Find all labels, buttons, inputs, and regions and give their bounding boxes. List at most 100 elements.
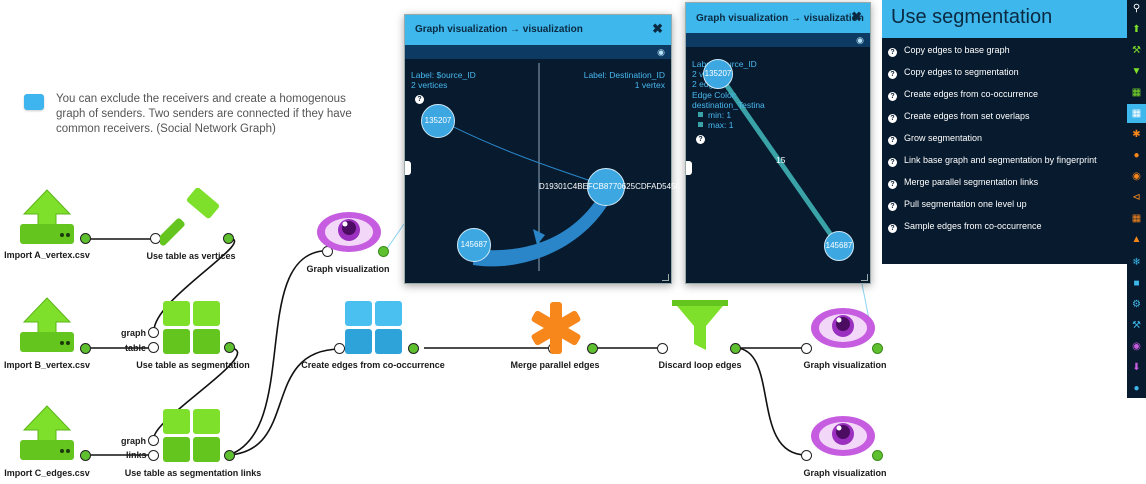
create-edges-output-port[interactable] [408,343,419,354]
use-seg-links-node[interactable] [162,408,222,464]
use-links-graph-port[interactable] [148,435,159,446]
use-seg-table-port[interactable] [148,342,159,353]
structure-icon[interactable]: ▦ [1131,213,1142,224]
snow-icon[interactable]: ❄ [1132,257,1141,268]
help-icon[interactable]: ? [888,70,897,79]
close-icon[interactable]: ✖ [851,9,862,24]
import-c-output-port[interactable] [80,450,91,461]
use-segmentation-node[interactable] [162,300,222,356]
vertex[interactable]: 145687 [824,231,854,261]
popup-1-canvas[interactable] [405,59,671,274]
op-merge-parallel-segmentation-links[interactable]: ?Merge parallel segmentation links [888,177,1038,189]
graph-vis-3-input-port[interactable] [801,450,812,461]
graph-vis-3-output-port[interactable] [872,450,883,461]
use-vertices-node[interactable] [160,188,226,248]
use-seg-graph-port[interactable] [148,327,159,338]
help-icon[interactable]: ? [888,136,897,145]
camera-icon[interactable]: ◉ [657,47,665,57]
help-icon[interactable]: ? [888,48,897,57]
import-c-node[interactable] [18,404,76,464]
discard-loops-input-port[interactable] [657,343,668,354]
merge-edges-node[interactable] [528,300,584,356]
help-icon[interactable]: ? [888,114,897,123]
visualization-popup-1[interactable]: Graph visualization → visualization ✖ ◉ … [404,14,695,284]
vertex[interactable]: 145687 [457,228,491,262]
popup-2-header[interactable]: Graph visualization → visualization ✖ [686,3,870,33]
vertex[interactable]: 135207 [421,104,455,138]
star-icon[interactable]: ✱ [1132,129,1141,140]
segmentation-icon[interactable]: ▦ [1127,104,1146,123]
help-icon[interactable]: ? [888,224,897,233]
comment-icon[interactable] [24,94,44,110]
resize-corner-icon[interactable] [662,274,669,281]
import-b-node[interactable] [18,296,76,356]
share-icon[interactable]: ⊲ [1132,192,1141,203]
asterisk-icon [531,302,581,354]
use-seg-output-port[interactable] [224,342,235,353]
op-copy-edges-to-segmentation[interactable]: ?Copy edges to segmentation [888,67,1019,79]
popup-2-canvas[interactable] [686,47,870,277]
build-icon[interactable]: ⚒ [1132,45,1141,56]
import-a-node[interactable] [18,188,76,248]
port-label-graph: graph [121,328,147,338]
graph-vis-1-output-port[interactable] [378,246,389,257]
graph-vis-2-input-port[interactable] [801,343,812,354]
globe-icon[interactable]: ● [1133,150,1140,161]
comment-text: You can exclude the receivers and create… [56,93,352,135]
use-links-links-port[interactable] [148,450,159,461]
close-icon[interactable]: ✖ [652,21,663,36]
export-icon[interactable]: ⬇ [1132,362,1141,373]
panel-resize-handle[interactable] [405,161,411,175]
chart-icon[interactable]: ▲ [1131,234,1142,245]
merge-edges-output-port[interactable] [587,343,598,354]
search-icon[interactable]: ⚲ [1132,3,1141,14]
user-icon[interactable]: ● [1133,383,1140,394]
vertex[interactable]: 135207 [703,59,733,89]
panel-resize-handle[interactable] [686,161,692,175]
help-icon[interactable]: ? [696,135,705,144]
legend-swatch [698,112,703,117]
graph-vis-2-node[interactable] [810,304,876,352]
help-icon[interactable]: ? [888,202,897,211]
discard-loops-output-port[interactable] [730,343,741,354]
op-pull-segmentation-one-level-up[interactable]: ?Pull segmentation one level up [888,199,1027,211]
op-create-edges-from-set-overlaps[interactable]: ?Create edges from set overlaps [888,111,1030,123]
op-copy-edges-to-base-graph[interactable]: ?Copy edges to base graph [888,45,1010,57]
graph-vis-2-output-port[interactable] [872,343,883,354]
create-edges-input-port[interactable] [334,343,345,354]
popup-1-header[interactable]: Graph visualization → visualization ✖ [405,15,671,45]
discard-loops-node[interactable] [670,298,730,354]
op-link-by-fingerprint[interactable]: ?Link base graph and segmentation by fin… [888,155,1097,167]
help-icon[interactable]: ? [888,158,897,167]
resize-corner-icon[interactable] [861,274,868,281]
help-icon[interactable]: ? [888,92,897,101]
create-edges-node[interactable] [344,300,404,356]
import-a-output-port[interactable] [80,233,91,244]
use-vertices-output-port[interactable] [223,233,234,244]
graph-vis-1-node[interactable] [316,208,382,256]
operation-panel-header: Use segmentation [882,0,1127,38]
popup-2-edge-color-attr: destination_Testina [692,100,765,110]
robot-icon[interactable]: ■ [1133,278,1140,289]
vertex[interactable] [587,168,625,206]
use-links-output-port[interactable] [224,450,235,461]
popup-2-title: Graph visualization → visualization [696,13,864,24]
import-b-output-port[interactable] [80,343,91,354]
eye-icon[interactable]: ◉ [1132,341,1141,352]
gears-icon[interactable]: ⚙ [1132,299,1141,310]
filter-icon[interactable]: ▼ [1131,66,1142,77]
popup-2-edge-color: Edge Color: [692,90,737,100]
op-grow-segmentation[interactable]: ?Grow segmentation [888,133,982,145]
op-sample-edges-from-co-occurrence[interactable]: ?Sample edges from co-occurrence [888,221,1042,233]
import-icon[interactable]: ⬆ [1132,24,1141,35]
graph-vis-3-node[interactable] [810,412,876,460]
wrench-icon[interactable]: ⚒ [1132,320,1141,331]
camera-icon[interactable]: ◉ [856,35,864,45]
graph-grid-icon[interactable]: ▦ [1131,87,1142,98]
op-create-edges-from-co-occurrence[interactable]: ?Create edges from co-occurrence [888,89,1038,101]
visualization-popup-2[interactable]: Graph visualization → visualization ✖ ◉ … [685,2,871,284]
help-icon[interactable]: ? [888,180,897,189]
clock-icon[interactable]: ◉ [1132,171,1141,182]
help-icon[interactable]: ? [415,95,424,104]
segmentation-icon [163,301,220,354]
